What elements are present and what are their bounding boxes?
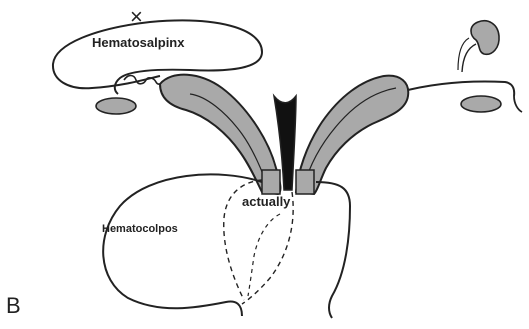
hematosalpinx-label: Hematosalpinx (92, 35, 185, 50)
left-cervix (262, 170, 280, 194)
right-ureter-2 (458, 38, 469, 70)
right-vaginal-outline (316, 182, 350, 318)
right-kidney (471, 21, 499, 55)
left-ovary (96, 98, 136, 114)
right-cervix (296, 170, 314, 194)
hematocolpos-label: Hematocolpos (102, 223, 178, 235)
right-ovary (461, 96, 501, 112)
panel-letter: B (6, 293, 21, 318)
right-tube-end (514, 96, 522, 112)
actually-label: actually (242, 194, 291, 209)
right-tube (400, 81, 514, 96)
exclusion-mark: × (130, 4, 143, 29)
hematocolpos-outline (103, 174, 262, 316)
right-ureter (462, 44, 476, 72)
